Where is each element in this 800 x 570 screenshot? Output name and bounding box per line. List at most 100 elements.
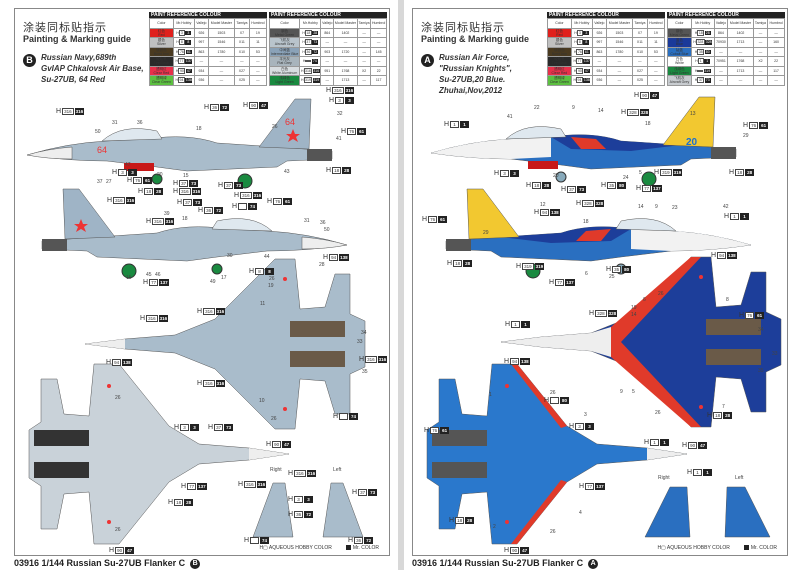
aqueous-code: 36 xyxy=(304,48,312,55)
aqueous-code: 316 xyxy=(240,192,252,199)
mm-code: 1546 xyxy=(207,37,235,48)
aqueous-prefix: H xyxy=(634,92,640,99)
aqueous-prefix: H xyxy=(329,97,335,104)
color-name: Red xyxy=(556,32,563,37)
color-name-cn: 白色 xyxy=(675,57,683,62)
humbrol-code: 117 xyxy=(370,75,387,86)
color-name-cn: 透明红 xyxy=(554,66,565,71)
column-header: Humbrol xyxy=(646,18,666,29)
mr-color-legend-mark xyxy=(743,545,749,551)
mr-color-code: 137 xyxy=(595,483,605,490)
fin-label-right: Right xyxy=(658,475,670,481)
mr-color-code: 47 xyxy=(259,102,269,109)
column-header: Color xyxy=(547,18,572,29)
mr-color-code: 138 xyxy=(583,78,591,83)
mr-color-code: 137 xyxy=(197,483,207,490)
mr-color-code: 73 xyxy=(577,186,587,193)
tamiya-code: — xyxy=(752,75,769,86)
color-name-cn: 红色 xyxy=(555,28,563,33)
aqueous-code: 37 xyxy=(183,199,193,206)
red-star-icon xyxy=(74,219,88,232)
fin-number: 20 xyxy=(686,137,698,148)
mm-code: 1713 xyxy=(727,37,754,48)
decal-number: 36 xyxy=(320,220,326,226)
aqueous-code: 94 xyxy=(576,77,583,84)
mm-code: 1768 xyxy=(333,65,358,76)
footer-a: 03916 1/144 Russian Su-27UB Flanker C A xyxy=(412,558,599,569)
aqueous-code: 37 xyxy=(214,424,224,431)
aqueous-prefix: H xyxy=(326,87,332,94)
mr-color-code: 137 xyxy=(565,279,575,286)
decal-number: 35 xyxy=(758,368,764,374)
aqueous-code xyxy=(305,60,312,62)
mr-color-code: 8 xyxy=(185,40,192,45)
mr-color-code: 73 xyxy=(224,424,234,431)
vallejo-code: 934 xyxy=(591,65,607,76)
title-chinese: 涂装同标贴指示 xyxy=(23,22,107,34)
mm-code: 1768 xyxy=(727,56,754,67)
aqueous-prefix: H xyxy=(644,439,650,446)
mr-color-code: 72 xyxy=(214,207,224,214)
mr-color-code: 61 xyxy=(755,312,765,319)
decal-number: 6 xyxy=(585,271,588,277)
humbrol-code: 19 xyxy=(646,27,666,38)
tamiya-code: X2 xyxy=(356,65,372,76)
decal-number: 14 xyxy=(631,312,637,318)
aqueous-prefix: H xyxy=(424,427,430,434)
aqueous-prefix: H xyxy=(326,167,332,174)
aqueous-prefix: H xyxy=(56,108,62,115)
column-header: Color xyxy=(268,18,301,29)
vallejo-code: — xyxy=(320,37,335,48)
column-header: Color xyxy=(149,18,174,29)
vallejo-code: 903 xyxy=(320,46,335,57)
column-header: Humbrol xyxy=(370,18,387,29)
mr-color-code: 61 xyxy=(283,198,293,205)
aqueous-code: 37 xyxy=(224,182,234,189)
aqueous-code: 76 xyxy=(178,48,186,55)
color-name-cn: 钢色 xyxy=(281,28,289,33)
mr-color-code: 316 xyxy=(125,197,136,204)
aqueous-code: 8 xyxy=(178,39,185,46)
tamiya-code: X25 xyxy=(631,75,648,86)
aqueous-prefix: H xyxy=(249,268,255,275)
footer-title: 03916 1/144 Russian Su-27UB Flanker C xyxy=(14,558,186,568)
aqueous-prefix: H xyxy=(181,483,187,490)
mr-color-code: 28 xyxy=(342,167,352,174)
aqueous-prefix: H xyxy=(707,412,713,419)
tamiya-code: — xyxy=(233,56,250,67)
decal-number: 3 xyxy=(584,412,587,418)
decal-number: 18 xyxy=(196,126,202,132)
aqueous-code: 94 xyxy=(178,77,185,84)
mr-color-legend-label: Mr. COLOR xyxy=(750,545,777,551)
color-name-cn: 轮胎黑 xyxy=(156,57,167,62)
decal-number: 34 xyxy=(758,327,764,333)
mr-color-code: 28 xyxy=(463,260,473,267)
aqueous-code: 35 xyxy=(612,266,622,273)
scheme-description: Russian Air Force, "Russian Knights", Su… xyxy=(439,53,512,95)
mr-color-code: 28 xyxy=(745,169,755,176)
mr-color-code: 138 xyxy=(520,358,530,365)
